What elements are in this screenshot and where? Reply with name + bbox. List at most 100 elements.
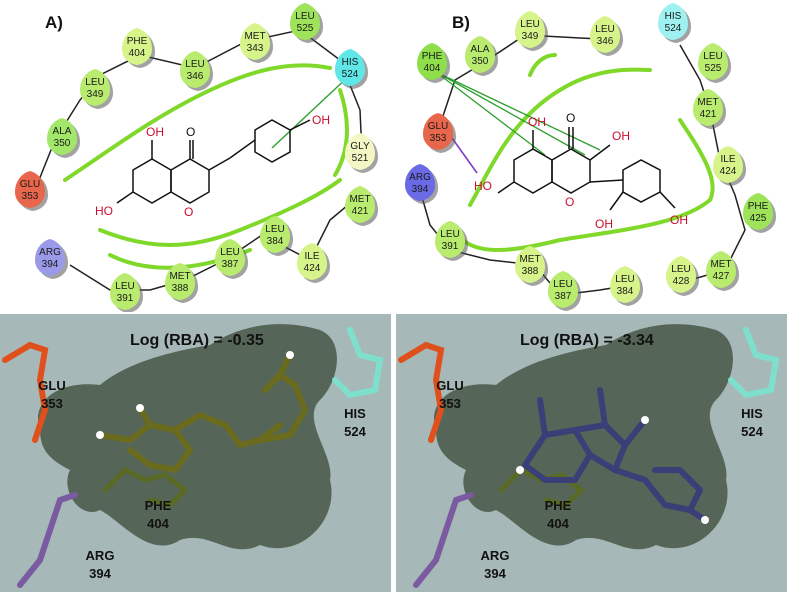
residue-name: LEU [595,24,614,35]
genistein-structure [116,119,311,204]
residue-label-name: ARG [86,548,115,563]
residue-label-name: GLU [436,378,463,393]
residue-number: 394 [42,259,59,270]
residue-number: 424 [304,263,321,274]
residue-number: 343 [247,43,264,54]
pocket-outline [333,88,349,177]
residue-name: MET [244,31,265,42]
residue-label-number: 524 [344,424,366,439]
panel-divider [391,0,396,592]
residue-number: 384 [267,236,284,247]
residue-name: ARG [39,247,61,258]
glu-sidechain [2,341,49,443]
backbone-chain [419,189,631,296]
residue-label-name: HIS [741,406,763,421]
residue-number: 404 [424,63,441,74]
residue-name: LEU [671,264,690,275]
residue-name: LEU [520,19,539,30]
residue-label-number: 404 [147,516,169,531]
pi-interaction [435,71,586,156]
residue-number: 525 [297,23,314,34]
panel-b-letter: B) [452,13,470,32]
pocket-surface [38,324,337,550]
residue-name: LEU [295,11,314,22]
backbone-chain [439,34,621,126]
residue-number: 394 [412,184,429,195]
residue-number: 387 [555,291,572,302]
residue-name: MET [710,259,731,270]
residue-number: 391 [117,293,134,304]
residue-name: ALA [53,126,72,137]
residue-number: 524 [665,23,682,34]
hydroxyl-label: OH [595,217,613,231]
residue-name: ILE [304,251,319,262]
ring-oxygen-label: O [565,195,574,209]
residue-label-name: PHE [145,498,172,513]
residue-name: HIS [342,57,359,68]
arg-sidechain [17,492,78,588]
residue-name: LEU [440,229,459,240]
kaempferol-structure [497,127,676,211]
genistein-3d [97,352,308,473]
residue-name: LEU [265,224,284,235]
carbonyl-label: O [566,111,575,125]
residue-label-number: 394 [89,566,111,581]
residue-name: HIS [665,11,682,22]
residue-number: 404 [129,48,146,59]
residue-number: 421 [352,206,369,217]
residue-number: 350 [472,56,489,67]
residue-number: 388 [522,266,539,277]
residue-number: 353 [22,191,39,202]
residue-label-number: 394 [484,566,506,581]
residue-name: ARG [409,172,431,183]
residue-label-number: 353 [439,396,461,411]
residue-name: GLU [428,121,449,132]
residue-number: 427 [713,271,730,282]
residue-label-number: 404 [547,516,569,531]
residue-name: LEU [220,247,239,258]
pi-interaction [435,71,546,156]
residue-number: 350 [54,138,71,149]
hydrogen-bond [451,137,478,174]
rba-value: Log (RBA) = -0.35 [130,332,264,349]
residue-name: LEU [615,274,634,285]
hydroxyl-label: OH [612,129,630,143]
hydroxyl-label: OH [312,113,330,127]
pocket-outline [453,118,715,252]
residue-number: 391 [442,241,459,252]
pocket-outline [63,63,332,182]
residue-name: LEU [553,279,572,290]
ring-oxygen-label: O [184,205,193,219]
residue-number: 384 [617,286,634,297]
residue-name: MET [349,194,370,205]
panel-a-letter: A) [45,13,63,32]
phe-sidechain [102,466,189,508]
residue-label-name: HIS [344,406,366,421]
residue-name: MET [519,254,540,265]
hydroxyl-label: HO [474,179,492,193]
residue-number: 353 [430,133,447,144]
glu-sidechain [398,341,445,443]
pi-interaction [271,74,351,149]
residue-label-number: 353 [41,396,63,411]
